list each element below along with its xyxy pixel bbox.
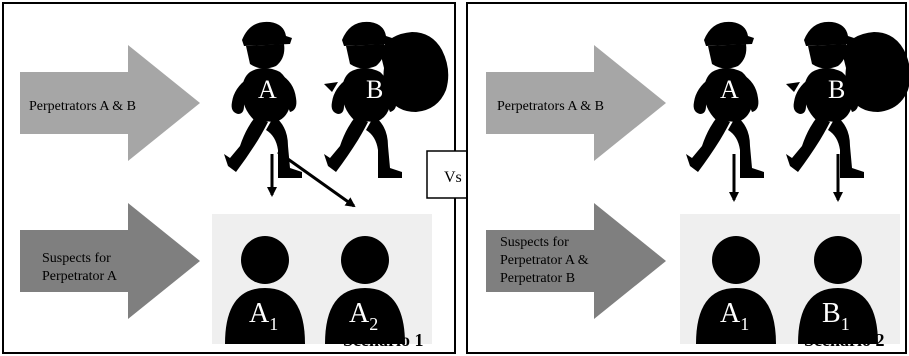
arrow-label-line-2: Perpetrator A &	[500, 253, 589, 268]
arrow-shape	[20, 45, 200, 161]
suspect-letter: A	[349, 298, 370, 329]
scenario-2-title: Scenario 2	[804, 330, 885, 350]
suspect-subscript: 1	[740, 314, 749, 334]
suspect-subscript: 1	[841, 314, 850, 334]
arrow-label-line-2: Perpetrator A	[42, 269, 118, 284]
perpetrator-a-figure: A	[224, 21, 302, 179]
arrow-label-line-1: Suspects for	[42, 251, 111, 266]
suspect-letter: A	[249, 298, 270, 329]
svg-text:A1: A1	[720, 298, 749, 334]
suspect-a2: A2	[325, 236, 405, 344]
suspect-b1: B1	[798, 236, 878, 344]
perpetrators-arrow: Perpetrators A & B	[20, 45, 200, 161]
link-arrows	[729, 154, 843, 202]
perpetrators-arrow: Perpetrators A & B	[486, 45, 666, 161]
perpetrator-a-letter: A	[258, 75, 277, 104]
vs-label: Vs	[444, 169, 462, 186]
scenario-1-panel: Perpetrators A & B Suspects for Perpetra…	[2, 2, 456, 354]
suspect-letter: B	[822, 298, 841, 329]
perpetrator-b-figure: B	[324, 21, 449, 179]
suspect-a1: A1	[696, 236, 776, 344]
perpetrator-b-letter: B	[366, 75, 383, 104]
arrow-shape	[486, 45, 666, 161]
arrow-shape	[486, 203, 666, 319]
scenario-1-title: Scenario 1	[343, 330, 424, 350]
perpetrator-b-figure: B	[786, 21, 909, 179]
suspect-letter: A	[720, 298, 741, 329]
perpetrator-a-letter: A	[720, 75, 739, 104]
suspects-arrow: Suspects for Perpetrator A & Perpetrator…	[486, 203, 666, 319]
perpetrator-a-figure: A	[686, 21, 764, 179]
arrow-shape	[20, 203, 200, 319]
link-arrows	[267, 150, 356, 208]
suspect-subscript: 2	[369, 314, 378, 334]
scenario-2-panel: Perpetrators A & B Suspects for Perpetra…	[466, 2, 909, 354]
arrow-label: Perpetrators A & B	[29, 99, 136, 114]
arrow-label-line-1: Suspects for	[500, 235, 569, 250]
suspects-arrow: Suspects for Perpetrator A	[20, 203, 200, 319]
arrow-a-to-a2	[277, 150, 356, 208]
suspect-a1: A1	[225, 236, 305, 344]
svg-text:A1: A1	[249, 298, 278, 334]
arrow-label: Perpetrators A & B	[497, 99, 604, 114]
arrow-label-line-3: Perpetrator B	[500, 271, 575, 286]
svg-text:B1: B1	[822, 298, 850, 334]
suspect-subscript: 1	[269, 314, 278, 334]
perpetrator-b-letter: B	[828, 75, 845, 104]
svg-text:A2: A2	[349, 298, 378, 334]
